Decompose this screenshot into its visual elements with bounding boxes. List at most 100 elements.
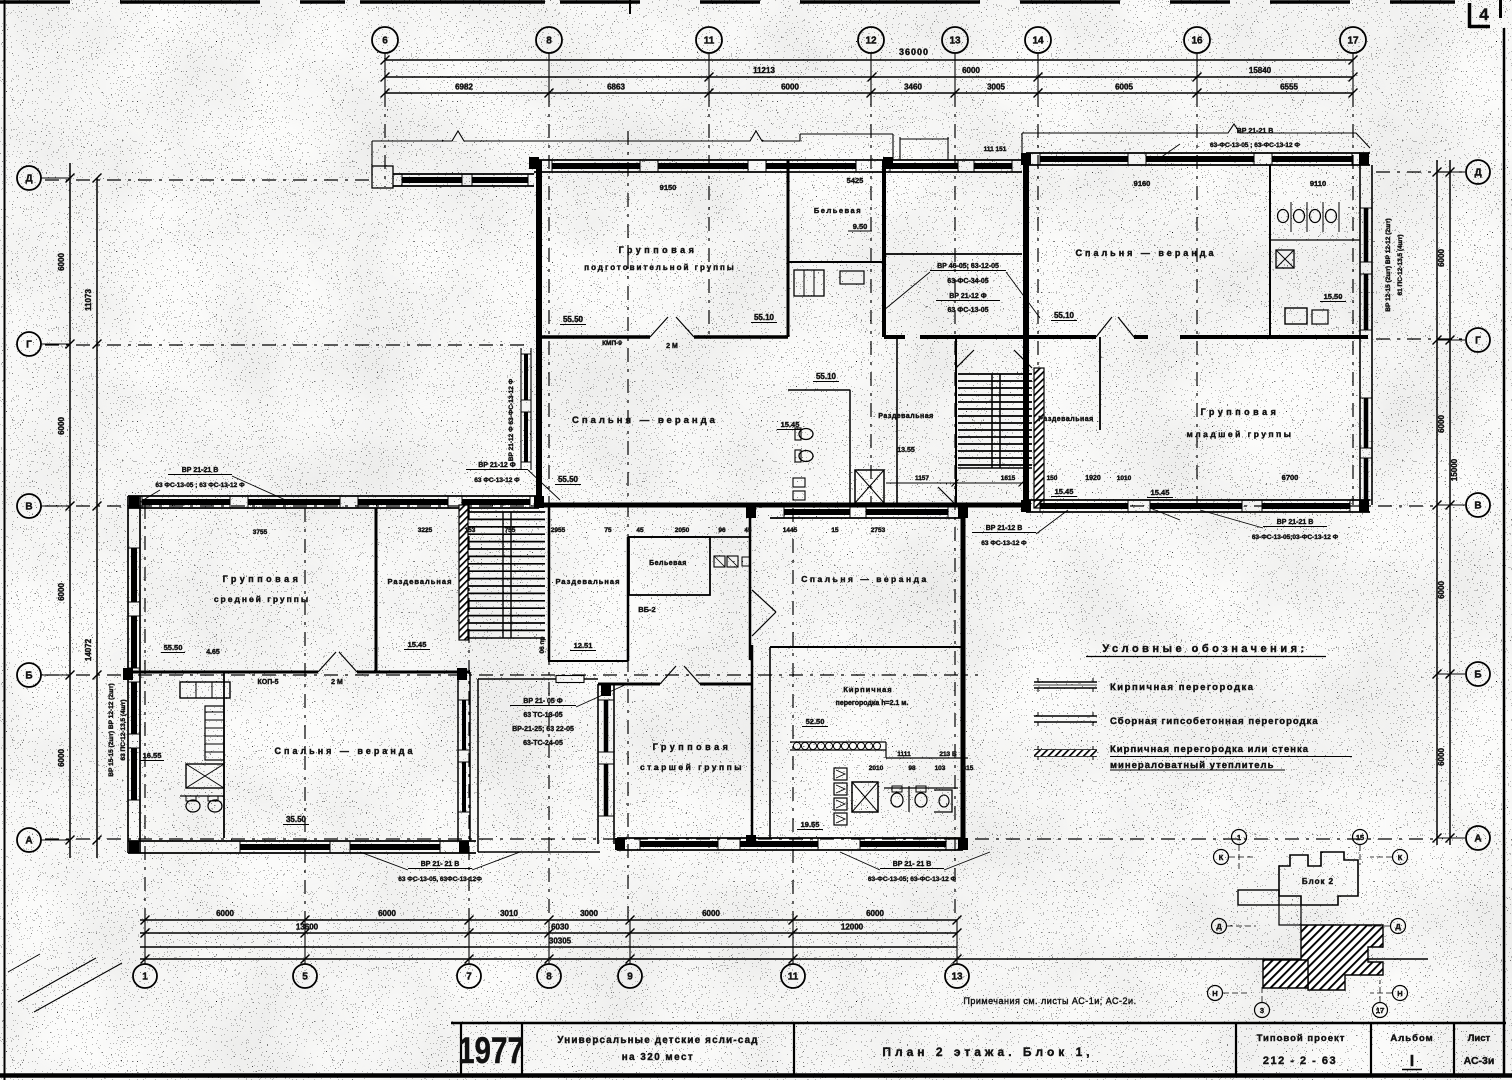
svg-text:ВР 21-12 Ф: ВР 21-12 Ф xyxy=(478,462,516,469)
svg-text:63-ФС-13-05; 63-ФС-13-12 Ф: 63-ФС-13-05; 63-ФС-13-12 Ф xyxy=(868,876,957,883)
svg-text:Д: Д xyxy=(1474,168,1481,179)
svg-text:45: 45 xyxy=(744,527,752,534)
svg-text:1010: 1010 xyxy=(1117,475,1132,482)
svg-text:8: 8 xyxy=(546,972,552,983)
svg-text:19.55: 19.55 xyxy=(801,820,820,829)
svg-text:6000: 6000 xyxy=(962,66,980,75)
svg-text:55.50: 55.50 xyxy=(558,475,579,484)
svg-text:13.55: 13.55 xyxy=(897,447,915,454)
svg-text:6863: 6863 xyxy=(607,83,625,92)
svg-text:5425: 5425 xyxy=(847,176,864,185)
svg-text:6: 6 xyxy=(382,36,388,47)
svg-text:15.45: 15.45 xyxy=(1151,488,1170,497)
svg-text:младшей группы: младшей группы xyxy=(1186,429,1293,439)
svg-text:ВР 21- 21 В: ВР 21- 21 В xyxy=(893,861,932,868)
svg-text:14072: 14072 xyxy=(84,638,93,661)
svg-text:153: 153 xyxy=(465,527,476,534)
svg-text:КОП-5: КОП-5 xyxy=(258,679,279,686)
svg-text:61 ПС-12-13,5 (4шт): 61 ПС-12-13,5 (4шт) xyxy=(1397,235,1404,296)
svg-text:КМП-9: КМП-9 xyxy=(602,340,622,347)
svg-text:63 ФС-13-05, 63ФС-13-12Ф: 63 ФС-13-05, 63ФС-13-12Ф xyxy=(398,876,482,883)
svg-text:В: В xyxy=(1474,501,1481,512)
svg-text:Д: Д xyxy=(1395,922,1401,931)
svg-text:2753: 2753 xyxy=(871,527,886,534)
svg-text:ВР 12-15 (2шт) ВР 12-12 (2шт): ВР 12-15 (2шт) ВР 12-12 (2шт) xyxy=(1385,218,1392,311)
svg-text:минераловатный утеплитель: минераловатный утеплитель xyxy=(1110,760,1274,771)
svg-text:63-ФС-34-05: 63-ФС-34-05 xyxy=(947,278,988,285)
svg-text:ВР-21-25; 63 22-05: ВР-21-25; 63 22-05 xyxy=(512,726,574,733)
svg-text:16: 16 xyxy=(1191,36,1203,47)
svg-text:12: 12 xyxy=(865,36,877,47)
svg-text:15: 15 xyxy=(831,527,839,534)
svg-text:2 М: 2 М xyxy=(331,679,343,686)
svg-text:12000: 12000 xyxy=(841,923,864,932)
svg-text:17: 17 xyxy=(1347,36,1359,47)
svg-text:63-ТС-24-05: 63-ТС-24-05 xyxy=(523,740,563,747)
svg-text:55.10: 55.10 xyxy=(816,372,837,381)
svg-text:Групповая: Групповая xyxy=(223,574,302,584)
svg-text:13: 13 xyxy=(949,36,961,47)
svg-text:13600: 13600 xyxy=(296,923,319,932)
svg-text:15.45: 15.45 xyxy=(1055,487,1074,496)
svg-text:111 151: 111 151 xyxy=(984,146,1007,153)
svg-text:15000: 15000 xyxy=(1450,458,1459,481)
svg-text:Кирпичная перегородка: Кирпичная перегородка xyxy=(1110,682,1255,693)
svg-text:52.50: 52.50 xyxy=(806,717,825,726)
svg-text:9: 9 xyxy=(627,972,633,983)
svg-text:Раздевальная: Раздевальная xyxy=(556,577,621,586)
svg-text:3010: 3010 xyxy=(500,909,518,918)
svg-text:55.50: 55.50 xyxy=(563,315,584,324)
svg-text:15.50: 15.50 xyxy=(1324,292,1343,301)
svg-text:Раздевальная: Раздевальная xyxy=(1038,416,1093,423)
svg-text:213 Б: 213 Б xyxy=(939,751,957,758)
svg-text:Б: Б xyxy=(1474,670,1481,681)
svg-text:6000: 6000 xyxy=(781,83,799,92)
svg-text:7: 7 xyxy=(466,972,472,983)
svg-text:12.51: 12.51 xyxy=(574,641,593,650)
svg-text:1920: 1920 xyxy=(1085,475,1101,482)
svg-text:63-ФС-13-05;03-ФС-13-12 Ф: 63-ФС-13-05;03-ФС-13-12 Ф xyxy=(1252,534,1339,541)
svg-text:6555: 6555 xyxy=(1280,83,1298,92)
svg-text:6000: 6000 xyxy=(57,417,66,435)
svg-text:Н: Н xyxy=(1212,989,1217,998)
svg-text:14: 14 xyxy=(1032,36,1044,47)
svg-text:3: 3 xyxy=(1260,1006,1264,1015)
svg-text:9150: 9150 xyxy=(660,183,677,192)
svg-text:Групповая: Групповая xyxy=(653,742,732,752)
svg-text:ВР 15-15 (2шт) ВР 12-12 (2шт): ВР 15-15 (2шт) ВР 12-12 (2шт) xyxy=(108,683,115,776)
svg-text:6000: 6000 xyxy=(1437,581,1446,599)
svg-text:Спальня — веранда: Спальня — веранда xyxy=(572,415,718,426)
svg-text:Г: Г xyxy=(1475,336,1481,347)
svg-text:В: В xyxy=(25,502,32,513)
svg-text:Универсальные детские ясли-сад: Универсальные детские ясли-сад xyxy=(557,1035,758,1046)
svg-text:63 ФС-13-12 Ф: 63 ФС-13-12 Ф xyxy=(474,477,520,484)
svg-text:2010: 2010 xyxy=(869,765,884,772)
svg-text:ВР 46-05; 63-12-05: ВР 46-05; 63-12-05 xyxy=(937,263,999,270)
svg-text:Групповая: Групповая xyxy=(1201,407,1280,417)
svg-text:63 ТС-13-05: 63 ТС-13-05 xyxy=(523,712,562,719)
svg-text:А: А xyxy=(25,836,32,847)
svg-text:4: 4 xyxy=(1479,5,1489,24)
svg-text:98: 98 xyxy=(908,765,916,772)
svg-text:3225: 3225 xyxy=(418,527,433,534)
svg-text:средней группы: средней группы xyxy=(214,594,310,604)
svg-text:6000: 6000 xyxy=(57,749,66,767)
svg-text:3005: 3005 xyxy=(987,83,1005,92)
svg-text:1: 1 xyxy=(1237,833,1241,842)
svg-text:6000: 6000 xyxy=(866,909,884,918)
svg-text:на 320 мест: на 320 мест xyxy=(622,1052,694,1063)
svg-text:212 - 2 - 63: 212 - 2 - 63 xyxy=(1263,1055,1337,1067)
svg-text:ВР 21-12 Ф 63-ФС-13-12 Ф: ВР 21-12 Ф 63-ФС-13-12 Ф xyxy=(508,378,515,461)
svg-text:103: 103 xyxy=(935,765,946,772)
svg-text:63 ПС-12-13,5 (4шт): 63 ПС-12-13,5 (4шт) xyxy=(120,700,127,761)
svg-text:1615: 1615 xyxy=(1001,475,1016,482)
svg-text:1157: 1157 xyxy=(915,475,929,482)
svg-text:35.50: 35.50 xyxy=(286,815,307,824)
svg-text:Спальня — веранда: Спальня — веранда xyxy=(275,746,416,756)
svg-text:11: 11 xyxy=(788,972,799,983)
svg-text:План 2 этажа. Блок 1,: План 2 этажа. Блок 1, xyxy=(882,1045,1093,1059)
svg-text:6700: 6700 xyxy=(1282,473,1299,482)
svg-text:755: 755 xyxy=(505,527,516,534)
svg-text:55.10: 55.10 xyxy=(1054,311,1075,320)
svg-text:6000: 6000 xyxy=(1437,415,1446,433)
